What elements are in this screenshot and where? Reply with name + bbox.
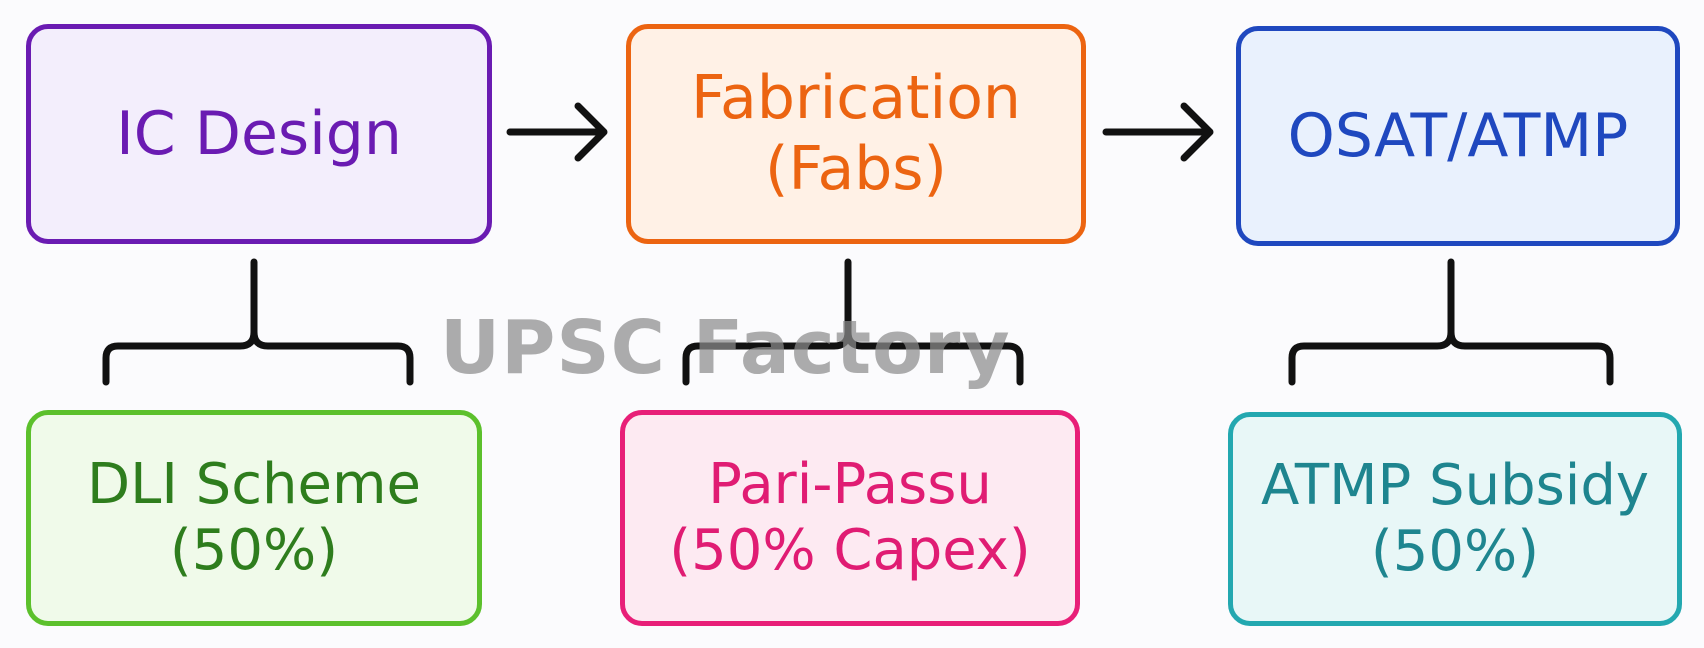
arrow-fab-to-osat [1102,102,1214,162]
stage-ic-design-label: IC Design [116,98,402,169]
scheme-atmp-subsidy: ATMP Subsidy (50%) [1228,412,1682,626]
bracket-fabrication [682,258,1024,386]
stage-fabrication-label: Fabrication [691,63,1021,134]
stage-ic-design: IC Design [26,24,492,244]
scheme-dli: DLI Scheme (50%) [26,410,482,626]
scheme-pari-passu-value: (50% Capex) [669,518,1031,583]
scheme-atmp-subsidy-value: (50%) [1370,519,1540,584]
stage-fabrication: Fabrication (Fabs) [626,24,1086,244]
stage-fabrication-sublabel: (Fabs) [765,134,947,204]
bracket-osat [1288,258,1614,386]
stage-osat-atmp-label: OSAT/ATMP [1287,100,1629,171]
arrow-design-to-fab [506,102,608,162]
bracket-ic-design [102,258,414,386]
scheme-dli-value: (50%) [169,518,339,583]
stage-osat-atmp: OSAT/ATMP [1236,26,1680,246]
scheme-dli-label: DLI Scheme [87,451,421,517]
scheme-pari-passu: Pari-Passu (50% Capex) [620,410,1080,626]
scheme-pari-passu-label: Pari-Passu [708,451,992,517]
scheme-atmp-subsidy-label: ATMP Subsidy [1260,452,1650,518]
